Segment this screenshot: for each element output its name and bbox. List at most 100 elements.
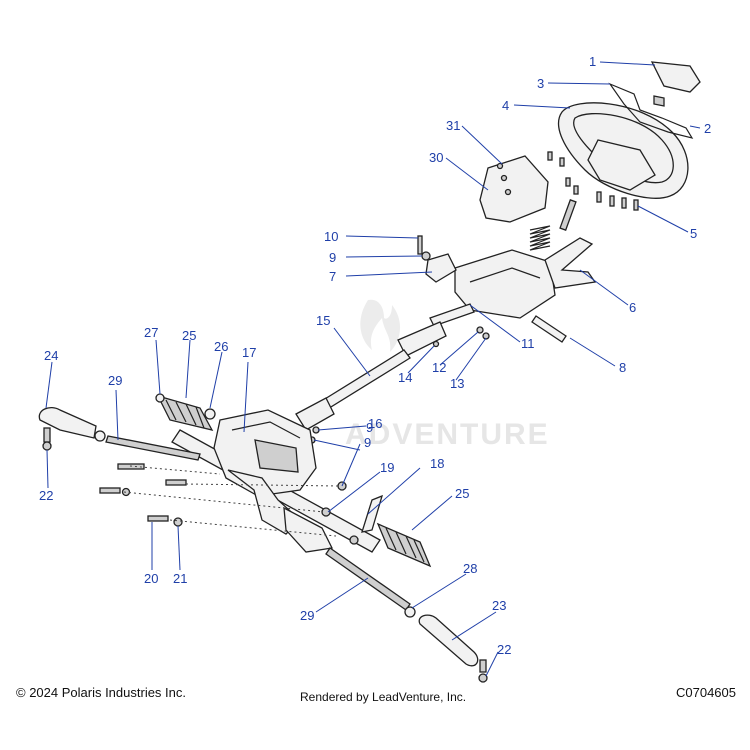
callout-12: 12 [432,360,446,375]
callout-3: 3 [537,76,544,91]
left-inner-tie-rod [105,435,201,461]
diagram-code: C0704605 [676,685,736,700]
left-boot-ribs [165,399,205,429]
callout-18: 18 [430,456,444,471]
callout-29-right: 29 [300,608,314,623]
callout-27: 27 [144,325,158,340]
right-tie-rod-end [418,614,479,667]
column-housing [454,249,556,319]
callout-31: 31 [446,118,460,133]
callout-29-left: 29 [108,373,122,388]
bolt-14 [432,340,440,348]
wheel-screws [547,151,639,211]
right-boot-ribs [385,527,425,563]
watermark-text: ADVENTURE [345,418,550,451]
right-nut-22 [478,673,488,683]
nut-12 [476,326,484,334]
column-housing-edge [469,267,541,283]
left-tie-rod-end [38,406,97,439]
callout-22-left: 22 [39,488,53,503]
lower-u-joint [295,397,335,431]
column-spring [529,225,551,251]
callout-19: 19 [380,460,394,475]
left-jam-nut [94,430,106,442]
left-boot-clamp-27 [155,393,165,403]
callout-10: 10 [324,229,338,244]
leader-lines [45,61,701,677]
callout-9-middle: 9 [366,420,373,435]
callout-11: 11 [521,336,535,351]
callout-25-right: 25 [455,486,469,501]
callout-24: 24 [44,348,58,363]
callout-6: 6 [629,300,636,315]
callout-25-left: 25 [182,328,196,343]
intermediate-shaft-group [295,303,475,444]
callout-1: 1 [589,54,596,69]
callout-26: 26 [214,339,228,354]
bolt-path [185,483,341,487]
wheel-center-cover [650,61,701,93]
copyright-text: © 2024 Polaris Industries Inc. [16,685,186,700]
steering-rack-group [99,409,384,553]
intermediate-shaft [319,349,411,411]
steering-column-group [417,199,597,343]
column-cover-group [479,155,549,223]
column-shaft [559,199,577,231]
wheel-clip [653,95,665,107]
cover-screw [496,162,504,170]
bolt-10 [417,235,423,255]
nut [349,535,359,545]
tilt-lever [544,237,597,289]
callout-5: 5 [690,226,697,241]
strap-18 [361,494,384,533]
rendered-by-text: Rendered by LeadVenture, Inc. [300,690,467,704]
right-jam-nut-28 [404,606,416,618]
callout-16: 16 [368,416,382,431]
callout-17: 17 [242,345,256,360]
callout-14: 14 [398,370,412,385]
gear-motor [254,439,299,473]
nut-13 [482,332,490,340]
left-boot-clamp-26 [204,408,216,420]
upper-yoke [429,303,475,327]
cover-screw [504,188,512,196]
right-tie-rod-group [325,522,488,683]
rack-mount-bolts [99,463,187,527]
right-inner-tie-rod [325,547,411,611]
callout-15: 15 [316,313,330,328]
rack-end-housing [283,506,333,553]
callout-13: 13 [450,376,464,391]
pivot-bolt [531,315,567,343]
steering-wheel-group [547,61,701,211]
callout-7: 7 [329,269,336,284]
callout-4: 4 [502,98,509,113]
bolt-path [129,465,221,475]
callout-23: 23 [492,598,506,613]
left-ball-stud [43,427,51,443]
nut-19 [321,507,331,517]
callout-9-upper: 9 [329,250,336,265]
callout-21: 21 [173,571,187,586]
cover-screw [500,174,508,182]
callout-20: 20 [144,571,158,586]
callout-22-right: 22 [497,642,511,657]
left-nut-22 [42,441,52,451]
column-cover [479,155,549,223]
callout-2: 2 [704,121,711,136]
column-bracket [425,253,457,283]
callout-9-lower: 9 [364,435,371,450]
washer-9 [421,251,431,261]
right-boot [376,522,432,568]
wheel-bracket [608,82,694,139]
left-tie-rod-group [38,393,216,461]
callout-8: 8 [619,360,626,375]
callout-30: 30 [429,150,443,165]
flame-logo [360,299,401,352]
bolt-path [123,491,325,513]
right-ball-stud [479,659,487,673]
watermark: ADVENTURE [345,299,550,451]
callouts: 1 2 3 4 5 6 7 8 9 9 9 10 11 12 13 14 15 … [39,54,711,657]
callout-28: 28 [463,561,477,576]
steering-wheel-hub [587,139,656,191]
